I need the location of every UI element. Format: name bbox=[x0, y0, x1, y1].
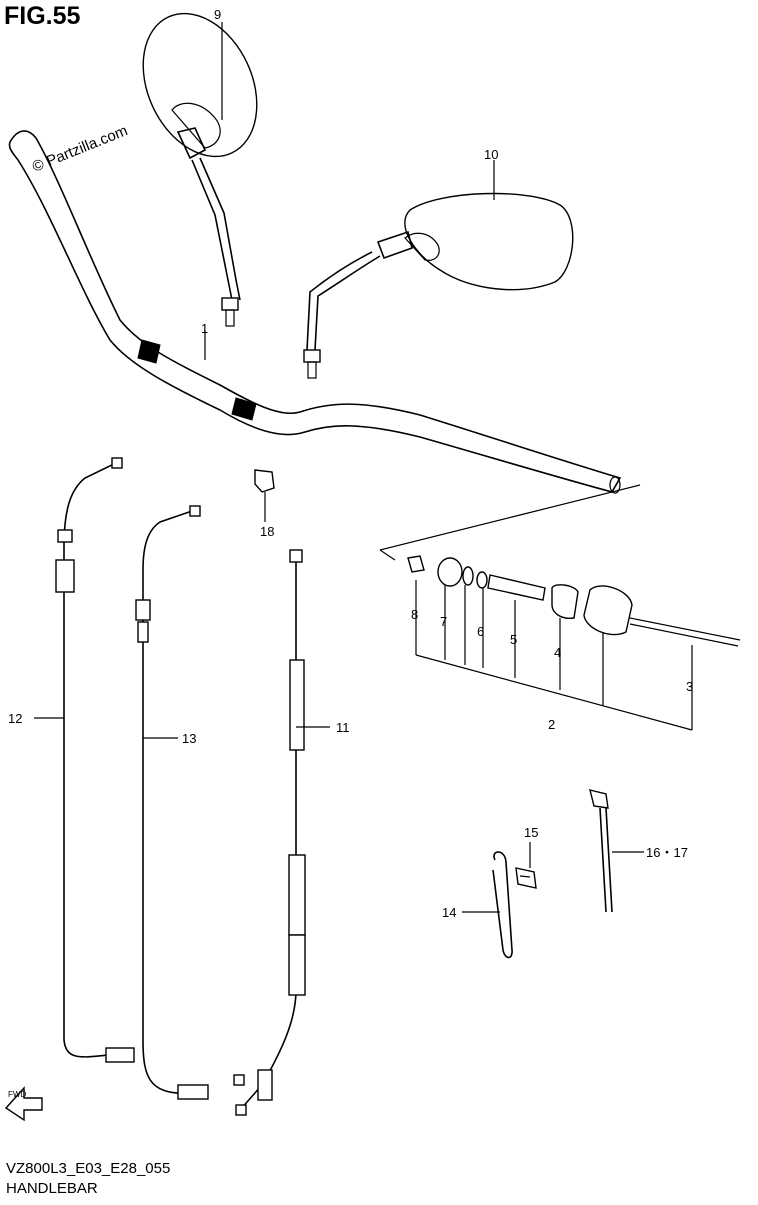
part-label-16-17[interactable]: 16・17 bbox=[646, 845, 688, 860]
part-label-18[interactable]: 18 bbox=[260, 524, 275, 539]
mirror-left-part bbox=[142, 12, 258, 327]
cable-tie-part bbox=[589, 789, 613, 913]
cable-12-part bbox=[55, 457, 135, 1063]
bar-end-assembly bbox=[379, 484, 741, 731]
part-label-4[interactable]: 4 bbox=[554, 645, 562, 660]
fwd-arrow-label: FWD bbox=[8, 1090, 27, 1099]
figure-title: FIG.55 bbox=[4, 2, 81, 30]
part-label-14[interactable]: 14 bbox=[442, 905, 457, 920]
part-label-9[interactable]: 9 bbox=[214, 7, 222, 22]
cable-13-part bbox=[135, 505, 245, 1100]
mirror-right-part bbox=[303, 192, 574, 379]
handlebar-part bbox=[8, 130, 622, 494]
part-label-6[interactable]: 6 bbox=[477, 624, 485, 639]
fwd-arrow-icon bbox=[4, 1086, 43, 1122]
leader-lines bbox=[34, 22, 644, 913]
section-name: HANDLEBAR bbox=[6, 1180, 98, 1197]
cable-11-part bbox=[235, 549, 306, 1116]
bracket-14-part bbox=[492, 851, 513, 959]
part-label-2[interactable]: 2 bbox=[548, 717, 556, 732]
clamp-part bbox=[254, 469, 275, 518]
part-label-12[interactable]: 12 bbox=[8, 711, 23, 726]
model-code: VZ800L3_E03_E28_055 bbox=[6, 1160, 171, 1177]
part-label-7[interactable]: 7 bbox=[440, 614, 448, 629]
part-label-3[interactable]: 3 bbox=[686, 679, 694, 694]
part-label-10[interactable]: 10 bbox=[484, 147, 499, 162]
part-label-13[interactable]: 13 bbox=[182, 731, 197, 746]
part-label-15[interactable]: 15 bbox=[524, 825, 539, 840]
bolt-15-part bbox=[515, 867, 537, 889]
part-label-8[interactable]: 8 bbox=[411, 607, 419, 622]
part-label-5[interactable]: 5 bbox=[510, 632, 518, 647]
part-label-11[interactable]: 11 bbox=[336, 720, 350, 735]
part-label-1[interactable]: 1 bbox=[201, 321, 209, 336]
